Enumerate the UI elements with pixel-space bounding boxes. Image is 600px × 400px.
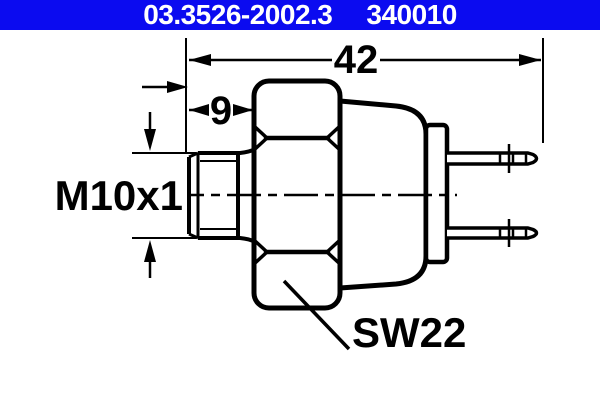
thread-spec-label: M10x1 <box>55 172 183 219</box>
dimension-thread-spec: M10x1 <box>55 112 196 278</box>
label-wrench-size: SW22 <box>282 279 466 356</box>
thread-face-pointer-arrow <box>167 81 188 93</box>
title-bar: 03.3526-2002.3 340010 <box>0 0 600 30</box>
terminal-pin-bottom <box>447 219 539 247</box>
part-number: 03.3526-2002.3 <box>143 0 333 30</box>
wrench-size-label: SW22 <box>352 309 466 356</box>
dimension-thread-length: 9 <box>142 81 253 133</box>
terminal-pin-top <box>447 144 539 173</box>
catalog-number: 340010 <box>366 0 457 30</box>
wrench-size-leader-line <box>282 279 351 351</box>
overall-length-label: 42 <box>334 38 379 82</box>
thread-length-label: 9 <box>210 89 232 133</box>
dimension-overall-length: 42 <box>185 38 544 153</box>
connector-plate <box>423 122 450 265</box>
hex-face-edges <box>252 124 342 266</box>
